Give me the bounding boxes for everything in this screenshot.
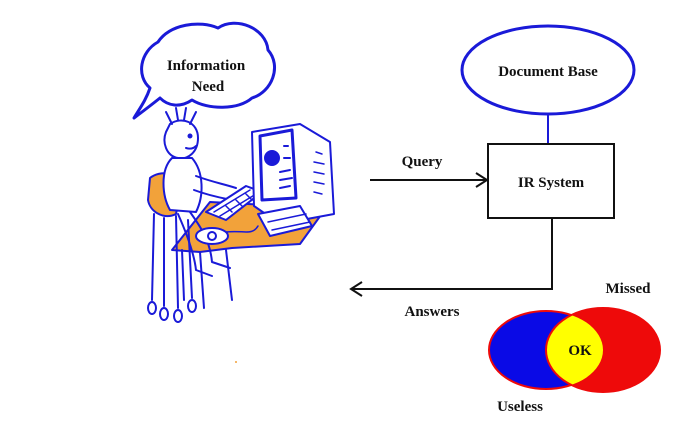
answers-arrow: Answers	[349, 218, 553, 320]
information-need-bubble: Information Need	[132, 21, 277, 120]
mouse-cable	[225, 225, 259, 233]
chair-foot-1	[147, 301, 157, 315]
useless-label: Useless	[497, 399, 543, 415]
ir-system-node: IR System	[487, 143, 615, 219]
query-label: Query	[402, 154, 443, 170]
person-at-computer-icon	[147, 107, 335, 323]
answers-label: Answers	[405, 304, 460, 320]
relevant-documents-outline	[545, 307, 661, 393]
computer-base-lines	[267, 213, 311, 231]
query-arrow: Query	[370, 154, 489, 188]
stray-dot	[235, 361, 237, 363]
ir-system-box	[487, 143, 615, 219]
information-need-label-line1: Information	[167, 58, 246, 74]
thought-bubble-shape	[132, 21, 277, 120]
document-base-label: Document Base	[498, 64, 598, 80]
desk-legs-shape	[181, 249, 233, 309]
mouse-pad-shape	[195, 227, 229, 245]
chair-legs-shape	[151, 213, 193, 309]
retrieval-venn-diagram: OK Missed Useless	[488, 281, 661, 415]
missed-label: Missed	[606, 281, 652, 297]
computer-base-shape	[257, 205, 313, 237]
answers-arrow-line	[352, 218, 553, 290]
hair-strands	[165, 107, 197, 125]
document-base-node: Document Base	[460, 24, 636, 116]
answers-arrow-head	[349, 281, 363, 297]
monitor-screen-shape	[258, 128, 298, 202]
monitor-side-vents	[313, 151, 325, 195]
mouth-shape	[185, 145, 197, 150]
chair-foot-4	[187, 299, 197, 313]
chair-foot-2	[159, 307, 169, 321]
torso-shape	[162, 157, 203, 213]
head-shape	[163, 119, 199, 160]
chair-foot-3	[173, 309, 183, 323]
information-need-label-line2: Need	[192, 79, 225, 95]
overlap-region	[546, 311, 603, 389]
ir-system-label: IR System	[518, 175, 585, 191]
eye-shape	[187, 133, 193, 139]
monitor-screen-dot	[264, 150, 280, 166]
mouse-shape	[207, 231, 217, 241]
query-arrow-head	[475, 172, 489, 188]
keyboard-keys	[213, 189, 257, 217]
monitor-screen-text	[279, 145, 293, 189]
ok-label: OK	[568, 343, 592, 359]
